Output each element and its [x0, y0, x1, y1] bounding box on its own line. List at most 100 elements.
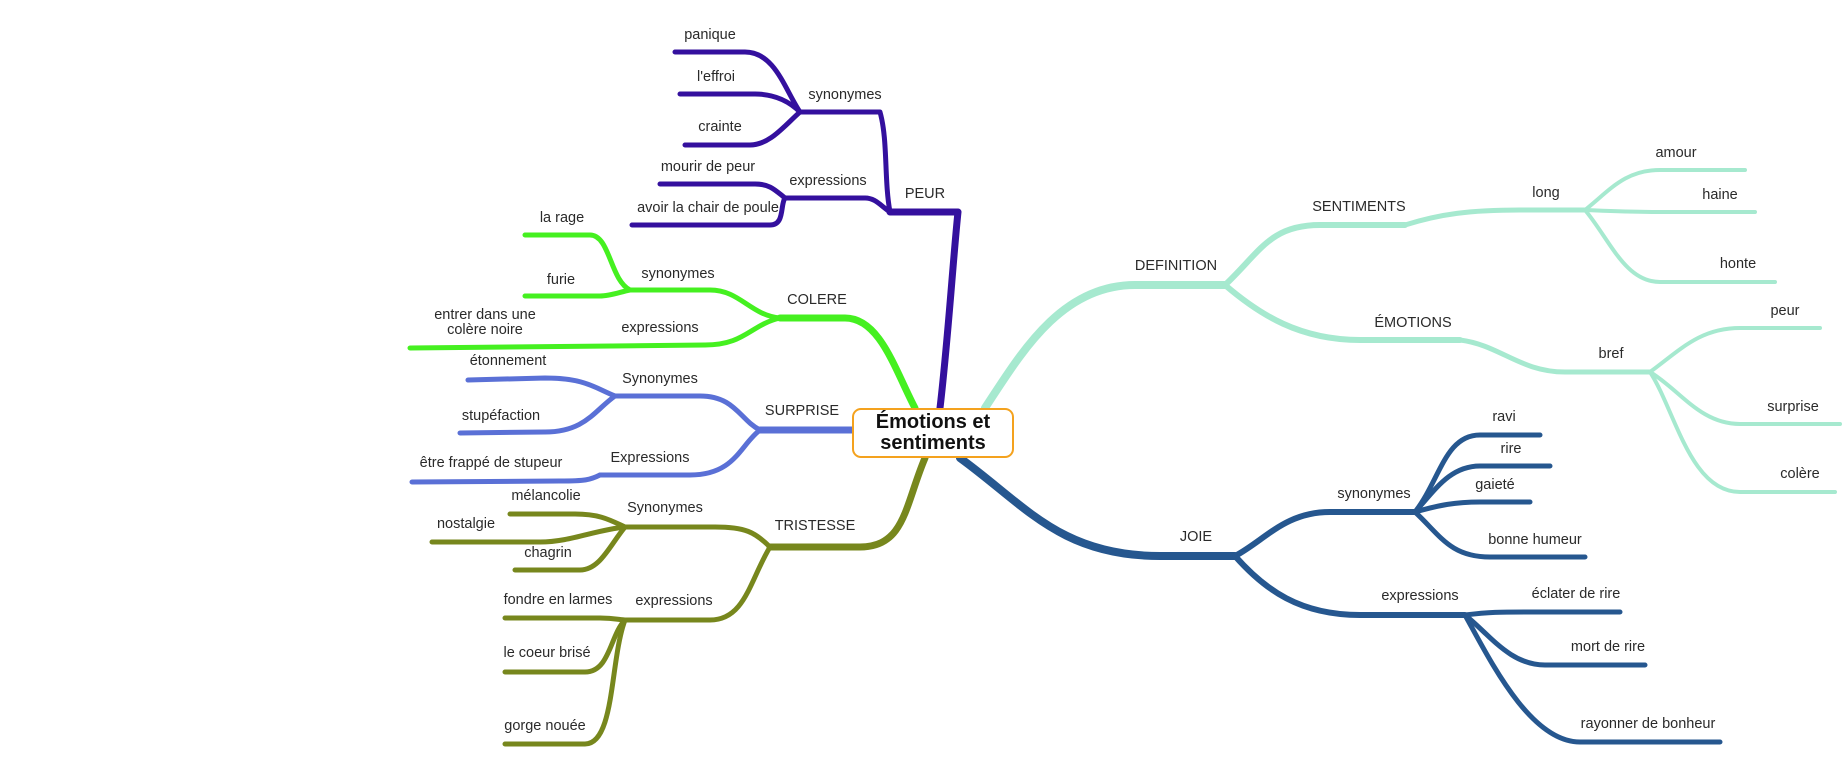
joie-to-synonymes-line — [1232, 509, 1418, 559]
tristesse-expression-line-larmes — [502, 615, 628, 623]
peur-synonyme-line-crainte — [682, 109, 803, 148]
sentiments-label: SENTIMENTS — [1312, 199, 1405, 215]
surprise-branch — [409, 375, 856, 485]
joie-synonyme-line-bonne-humeur — [1412, 509, 1588, 560]
joie-expression-line-eclater — [1462, 609, 1623, 618]
central-topic-line2: sentiments — [880, 432, 986, 454]
peur-to-synonymes-line — [797, 109, 893, 215]
joie-expressions-label: expressions — [1381, 588, 1458, 604]
sentiments-to-long-line — [1402, 207, 1588, 228]
colere-branch — [407, 232, 919, 412]
long-leaf-line-amour — [1583, 168, 1747, 212]
joie-main-line — [956, 454, 1239, 560]
tristesse-expressions-label: expressions — [635, 593, 712, 609]
peur-main-line — [886, 208, 962, 412]
peur-branch — [629, 49, 962, 412]
tristesse-synonyme-line-chagrin — [512, 524, 628, 573]
colere-expressions-label: expressions — [621, 320, 698, 336]
definition-to-sentiments-line — [1222, 222, 1408, 288]
tristesse-synonymes-label: Synonymes — [627, 500, 703, 516]
bref-leaf-colere: colère — [1780, 466, 1820, 482]
bref-leaf-surprise: surprise — [1767, 399, 1819, 415]
joie-synonyme-bonne-humeur: bonne humeur — [1488, 532, 1582, 548]
joie-synonyme-gaiete: gaieté — [1475, 477, 1515, 493]
colere-expression-line2: colère noire — [447, 322, 523, 338]
long-leaf-haine: haine — [1702, 187, 1737, 203]
surprise-to-synonymes-line — [612, 393, 763, 433]
surprise-expression-stupeur: être frappé de stupeur — [420, 455, 563, 471]
joie-synonyme-line-rire — [1412, 463, 1553, 515]
emotions-to-bref-line — [1457, 337, 1653, 375]
definition-branch — [981, 168, 1842, 494]
tristesse-expression-gorge: gorge nouée — [504, 718, 585, 734]
bref-leaf-line-colere — [1648, 370, 1837, 494]
joie-branch — [956, 432, 1723, 745]
definition-to-emotions-line — [1222, 282, 1463, 343]
surprise-expressions-label: Expressions — [611, 450, 690, 466]
colere-to-synonymes-line — [627, 287, 783, 321]
surprise-synonyme-etonnement: étonnement — [470, 353, 547, 369]
colere-main-line — [776, 314, 919, 412]
peur-expressions-label: expressions — [789, 173, 866, 189]
peur-synonyme-panique: panique — [684, 27, 736, 43]
emotions-label: ÉMOTIONS — [1374, 314, 1451, 331]
long-leaf-amour: amour — [1655, 145, 1696, 161]
colere-synonyme-line-rage — [522, 232, 633, 293]
surprise-label: SURPRISE — [765, 403, 839, 419]
joie-synonyme-rire: rire — [1501, 441, 1522, 457]
central-topic[interactable]: Émotions et sentiments — [852, 408, 1014, 458]
joie-synonymes-label: synonymes — [1337, 486, 1410, 502]
peur-to-expressions-line — [782, 195, 893, 215]
tristesse-label: TRISTESSE — [775, 518, 856, 534]
tristesse-synonyme-nostalgie: nostalgie — [437, 516, 495, 532]
tristesse-to-synonymes-line — [622, 524, 773, 550]
surprise-synonyme-line-stupefaction — [457, 393, 618, 436]
long-leaf-line-honte — [1583, 208, 1777, 284]
joie-synonyme-line-gaiete — [1412, 499, 1533, 515]
peur-expression-mourir: mourir de peur — [661, 159, 755, 175]
long-label: long — [1532, 185, 1559, 201]
long-leaf-honte: honte — [1720, 256, 1756, 272]
bref-leaf-line-surprise — [1648, 370, 1842, 426]
colere-synonymes-label: synonymes — [641, 266, 714, 282]
joie-expression-rayonner: rayonner de bonheur — [1581, 716, 1716, 732]
bref-leaf-peur: peur — [1770, 303, 1799, 319]
joie-expression-eclater: éclater de rire — [1532, 586, 1621, 602]
tristesse-to-expressions-line — [622, 544, 773, 623]
colere-expression-line — [407, 343, 615, 351]
surprise-synonyme-stupefaction: stupéfaction — [462, 408, 540, 424]
peur-synonyme-line-effroi — [677, 91, 803, 115]
peur-synonymes-label: synonymes — [808, 87, 881, 103]
peur-synonyme-line-panique — [672, 49, 803, 115]
tristesse-main-line — [766, 454, 929, 551]
peur-synonyme-effroi: l'effroi — [697, 69, 735, 85]
central-topic-line1: Émotions et — [875, 411, 991, 433]
joie-expression-mort: mort de rire — [1571, 639, 1645, 655]
tristesse-expression-line-coeur — [502, 617, 628, 675]
peur-expression-line-chair — [629, 195, 788, 228]
joie-label: JOIE — [1180, 529, 1213, 545]
joie-to-expressions-line — [1232, 553, 1468, 618]
definition-main-line — [981, 281, 1229, 412]
joie-expression-line-rayonner — [1462, 612, 1723, 745]
bref-label: bref — [1599, 346, 1625, 362]
peur-synonyme-crainte: crainte — [698, 119, 742, 135]
definition-label: DEFINITION — [1135, 258, 1217, 274]
joie-expression-line-mort — [1462, 612, 1648, 668]
tristesse-synonyme-chagrin: chagrin — [524, 545, 572, 561]
colere-synonyme-rage: la rage — [540, 210, 584, 226]
peur-expression-chair: avoir la chair de poule — [637, 200, 779, 216]
tristesse-branch — [429, 454, 929, 747]
surprise-synonymes-label: Synonymes — [622, 371, 698, 387]
bref-leaf-line-peur — [1648, 326, 1822, 374]
tristesse-synonyme-line-melancolie — [507, 511, 628, 530]
peur-expression-line-mourir — [657, 181, 788, 201]
surprise-synonyme-line-etonnement — [465, 375, 618, 399]
colere-synonyme-furie: furie — [547, 272, 575, 288]
tristesse-synonyme-line-nostalgie — [429, 524, 628, 545]
surprise-expression-line — [409, 472, 603, 485]
tristesse-expression-line-gorge — [502, 617, 628, 747]
tristesse-expression-coeur: le coeur brisé — [503, 645, 590, 661]
colere-to-expressions-line — [609, 315, 783, 349]
